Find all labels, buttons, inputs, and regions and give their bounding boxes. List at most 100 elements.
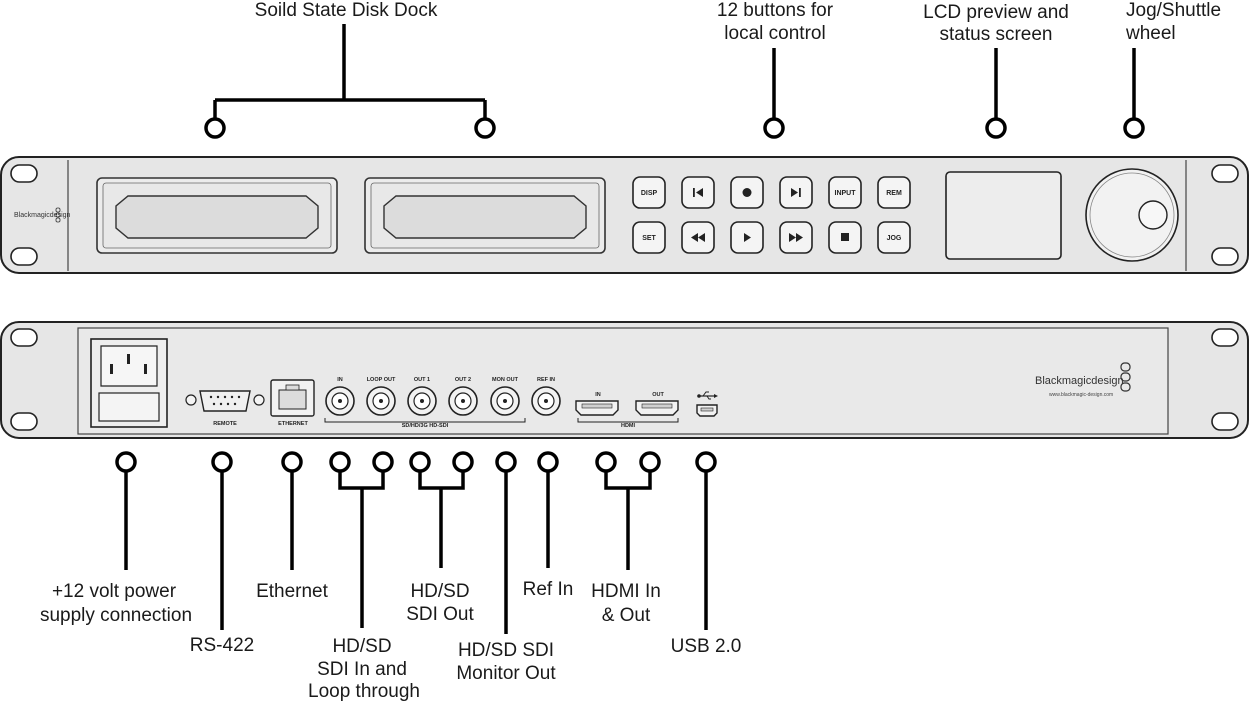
record-icon — [742, 188, 752, 197]
marker-jog — [1123, 117, 1145, 139]
jog-button-label: JOG — [887, 235, 902, 242]
leader-sdi-in-loop — [338, 471, 385, 628]
usb-icon — [697, 391, 718, 400]
ethernet-label: ETHERNET — [278, 421, 308, 427]
disp-button[interactable]: DISP — [632, 176, 666, 209]
rack-hole — [10, 328, 38, 347]
hdmi-group-bracket — [577, 418, 679, 423]
callout-power-line2: supply connection — [40, 605, 192, 626]
rem-button[interactable]: REM — [877, 176, 911, 209]
callout-power-line1: +12 volt power — [52, 581, 177, 602]
marker-sdi-loop — [372, 451, 394, 473]
marker-usb — [695, 451, 717, 473]
remote-label: REMOTE — [213, 421, 237, 427]
skip-forward-icon — [791, 188, 801, 197]
rewind-button[interactable] — [681, 221, 715, 254]
rear-url: www.blackmagic-design.com — [1049, 392, 1113, 398]
fast-forward-button[interactable] — [779, 221, 813, 254]
callout-hdmi-line1: HDMI In — [591, 581, 661, 602]
rem-button-label: REM — [886, 190, 902, 197]
sdi-loop-out-bnc[interactable] — [366, 386, 396, 416]
rack-hole — [1211, 247, 1239, 266]
ethernet-port[interactable] — [270, 379, 315, 417]
power-switch — [98, 392, 160, 422]
play-button[interactable] — [730, 221, 764, 254]
rack-hole — [10, 164, 38, 183]
input-button[interactable]: INPUT — [828, 176, 862, 209]
hdmi-out-port[interactable] — [635, 400, 679, 416]
callout-jog-line2: wheel — [1125, 23, 1176, 44]
marker-ssd-dock-left — [204, 117, 226, 139]
loop-out-label: LOOP OUT — [367, 377, 396, 383]
hdmi-in-port[interactable] — [575, 400, 619, 416]
marker-hdmi-in — [595, 451, 617, 473]
callout-buttons-line1: 12 buttons for — [717, 0, 834, 21]
callout-sdi-in-line3: Loop through — [308, 681, 420, 702]
leader-ssd-dock — [213, 24, 487, 118]
rear-inner-plate — [77, 327, 1169, 435]
leader-sdi-out — [418, 471, 465, 568]
marker-lcd — [985, 117, 1007, 139]
callout-rs422: RS-422 — [190, 635, 254, 656]
jog-shuttle-wheel[interactable] — [1085, 168, 1179, 262]
fast-forward-icon — [789, 233, 803, 242]
sdi-out2-bnc[interactable] — [448, 386, 478, 416]
power-inlet[interactable] — [90, 338, 168, 428]
jog-button[interactable]: JOG — [877, 221, 911, 254]
callout-lcd-line1: LCD preview and — [923, 2, 1069, 23]
stop-button[interactable] — [828, 221, 862, 254]
callout-ethernet: Ethernet — [256, 581, 329, 602]
callout-ref-in: Ref In — [523, 579, 574, 600]
rear-brand-text: Blackmagicdesign — [1035, 375, 1124, 387]
callout-jog-line1: Jog/Shuttle — [1126, 0, 1221, 21]
callout-lcd-line2: status screen — [940, 24, 1053, 45]
ssd-dock-2 — [364, 177, 606, 254]
marker-rs422 — [211, 451, 233, 473]
play-icon — [744, 233, 751, 242]
ssd-dock-1 — [96, 177, 338, 254]
skip-back-button[interactable] — [681, 176, 715, 209]
hdmi-out-label: OUT — [652, 392, 664, 398]
callout-usb: USB 2.0 — [671, 636, 742, 657]
skip-forward-button[interactable] — [779, 176, 813, 209]
marker-sdi-out2 — [452, 451, 474, 473]
rack-hole — [10, 412, 38, 431]
marker-ref-in — [537, 451, 559, 473]
marker-monitor-out — [495, 451, 517, 473]
sdi-out1-bnc[interactable] — [407, 386, 437, 416]
record-button[interactable] — [730, 176, 764, 209]
skip-back-icon — [693, 188, 703, 197]
ref-in-label: REF IN — [537, 377, 555, 383]
out2-label: OUT 2 — [455, 377, 471, 383]
callout-monitor-line1: HD/SD SDI — [458, 640, 554, 661]
rack-hole — [1211, 164, 1239, 183]
rear-panel: REMOTE ETHERNET — [0, 321, 1249, 439]
rack-hole — [10, 247, 38, 266]
mon-out-label: MON OUT — [492, 377, 519, 383]
marker-power — [115, 451, 137, 473]
rs422-port[interactable] — [185, 390, 265, 412]
sdi-in-bnc[interactable] — [325, 386, 355, 416]
input-button-label: INPUT — [835, 190, 857, 197]
marker-hdmi-out — [639, 451, 661, 473]
disp-button-label: DISP — [641, 190, 658, 197]
stop-icon — [841, 233, 849, 241]
front-brand-text: Blackmagicdesign — [14, 212, 71, 219]
top-leader-lines — [204, 24, 1145, 139]
set-button-label: SET — [642, 235, 656, 242]
callout-sdi-out-line1: HD/SD — [410, 581, 469, 602]
marker-sdi-in — [329, 451, 351, 473]
sdi-mon-out-bnc[interactable] — [490, 386, 520, 416]
callout-monitor-line2: Monitor Out — [456, 663, 556, 684]
marker-sdi-out1 — [409, 451, 431, 473]
lcd-screen — [945, 171, 1062, 260]
rewind-icon — [691, 233, 705, 242]
usb-port[interactable] — [696, 404, 718, 417]
set-button[interactable]: SET — [632, 221, 666, 254]
ref-in-bnc[interactable] — [531, 386, 561, 416]
callout-sdi-out-line2: SDI Out — [406, 604, 474, 625]
leader-hdmi — [604, 471, 652, 570]
front-panel: Blackmagicdesign DISP — [0, 156, 1249, 274]
out1-label: OUT 1 — [414, 377, 430, 383]
